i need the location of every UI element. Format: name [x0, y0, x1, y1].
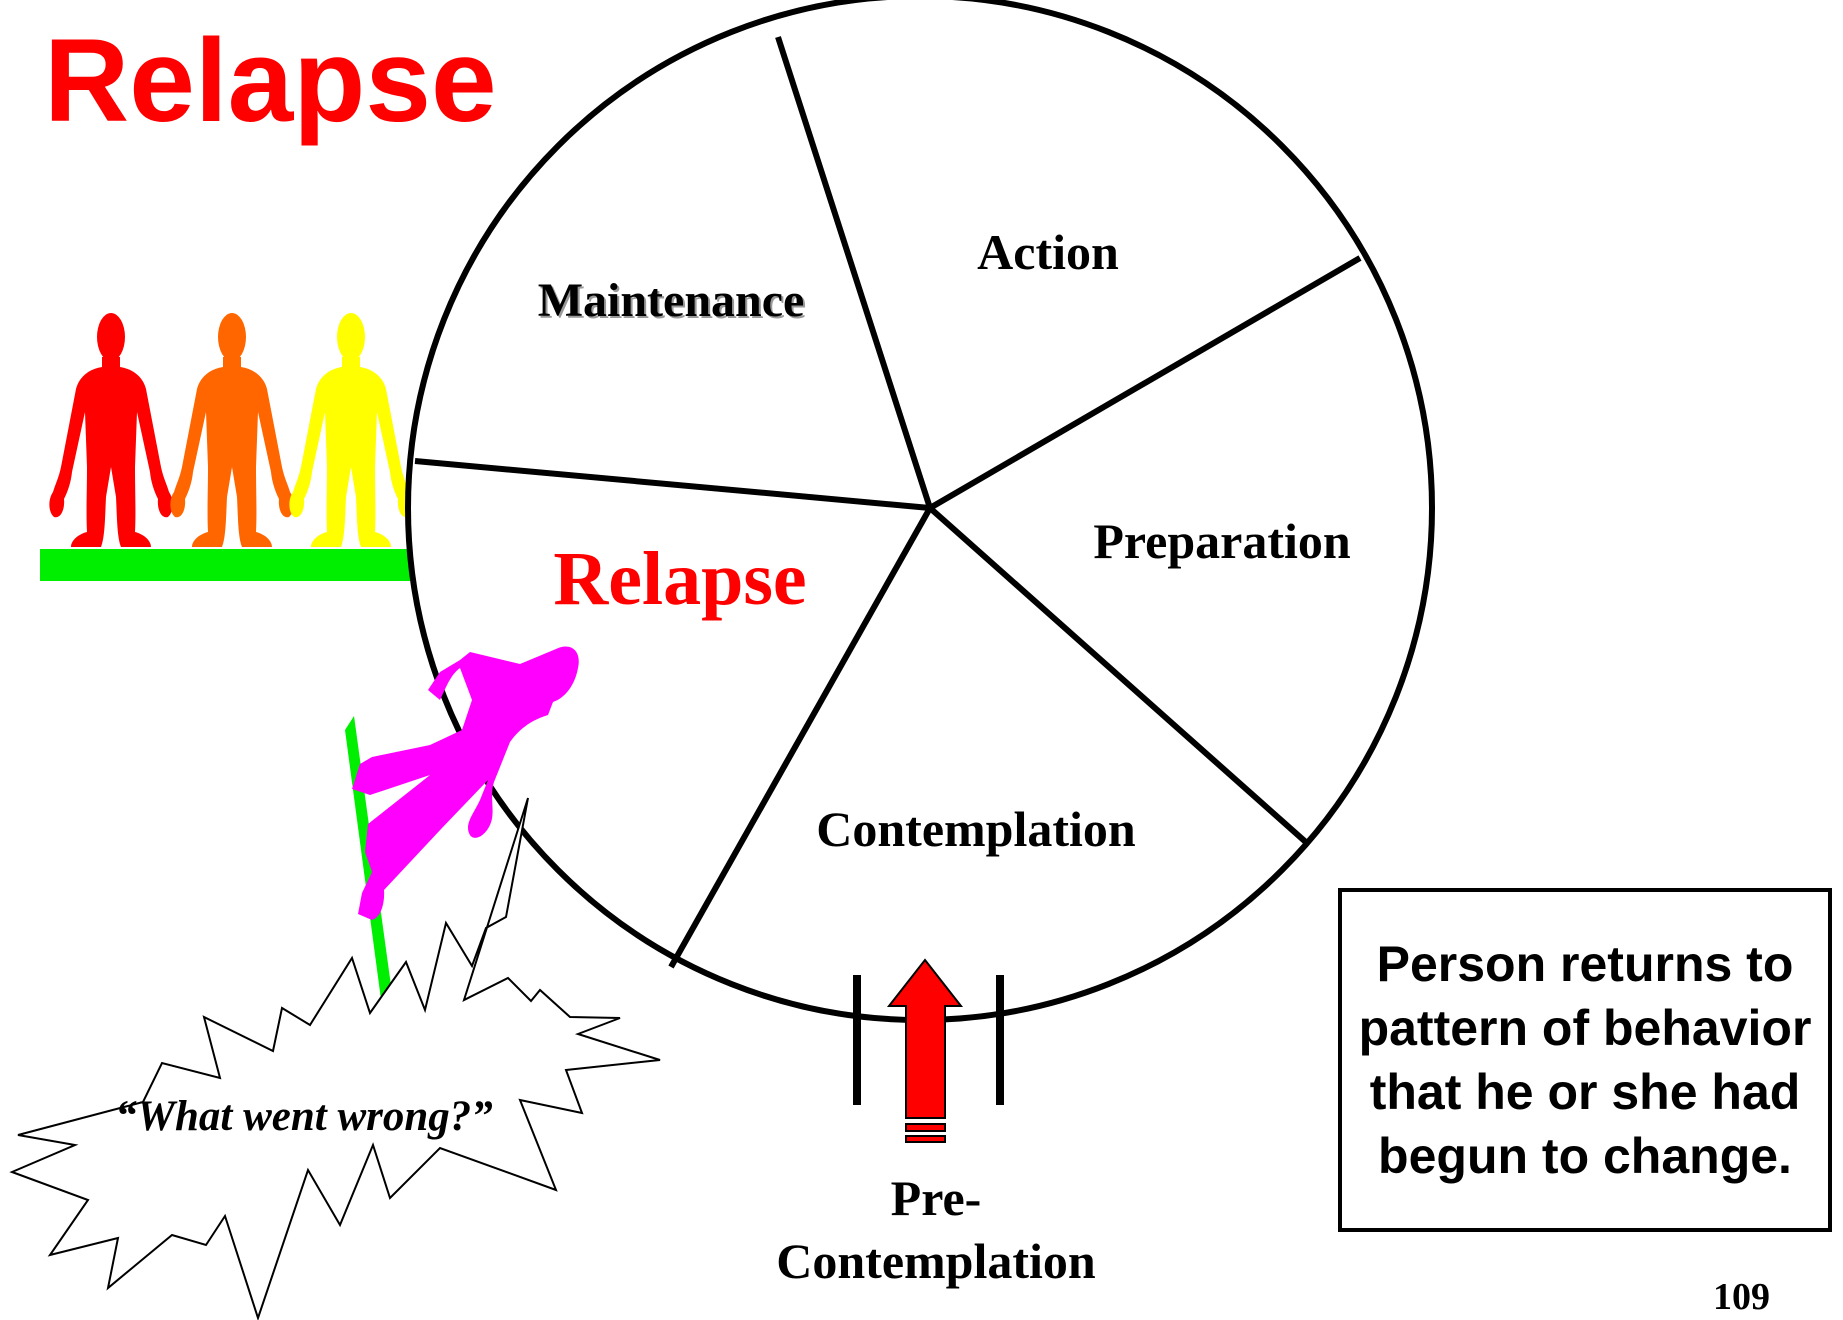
segment-relapse: Relapse [553, 537, 806, 621]
pre-contemplation-label-line2: Contemplation [776, 1233, 1096, 1289]
segment-action: Action [977, 224, 1119, 280]
page-number: 109 [1713, 1276, 1770, 1318]
person-icon [170, 313, 294, 547]
slide-title: Relapse [44, 15, 497, 147]
falling-person-icon [352, 646, 579, 920]
segment-maintenance-shadow: Maintenance [540, 276, 807, 329]
note-box: Person returns to pattern of behavior th… [1338, 888, 1832, 1232]
up-arrow-icon [886, 958, 964, 1143]
person-icon [49, 313, 173, 547]
segment-preparation: Preparation [1093, 513, 1351, 569]
person-icon [289, 313, 413, 547]
segment-maintenance: Maintenance [538, 274, 805, 327]
speech-bubble [9, 797, 661, 1320]
wheel-dividers [414, 36, 1362, 969]
note-text: Person returns to pattern of behavior th… [1358, 936, 1812, 1184]
platform [40, 549, 422, 581]
pre-contemplation-label-line1: Pre- [891, 1170, 982, 1226]
speech-bubble-text: “What went wrong?” [115, 1093, 493, 1140]
entry-gate [853, 975, 1004, 1105]
segment-contemplation: Contemplation [816, 801, 1136, 857]
